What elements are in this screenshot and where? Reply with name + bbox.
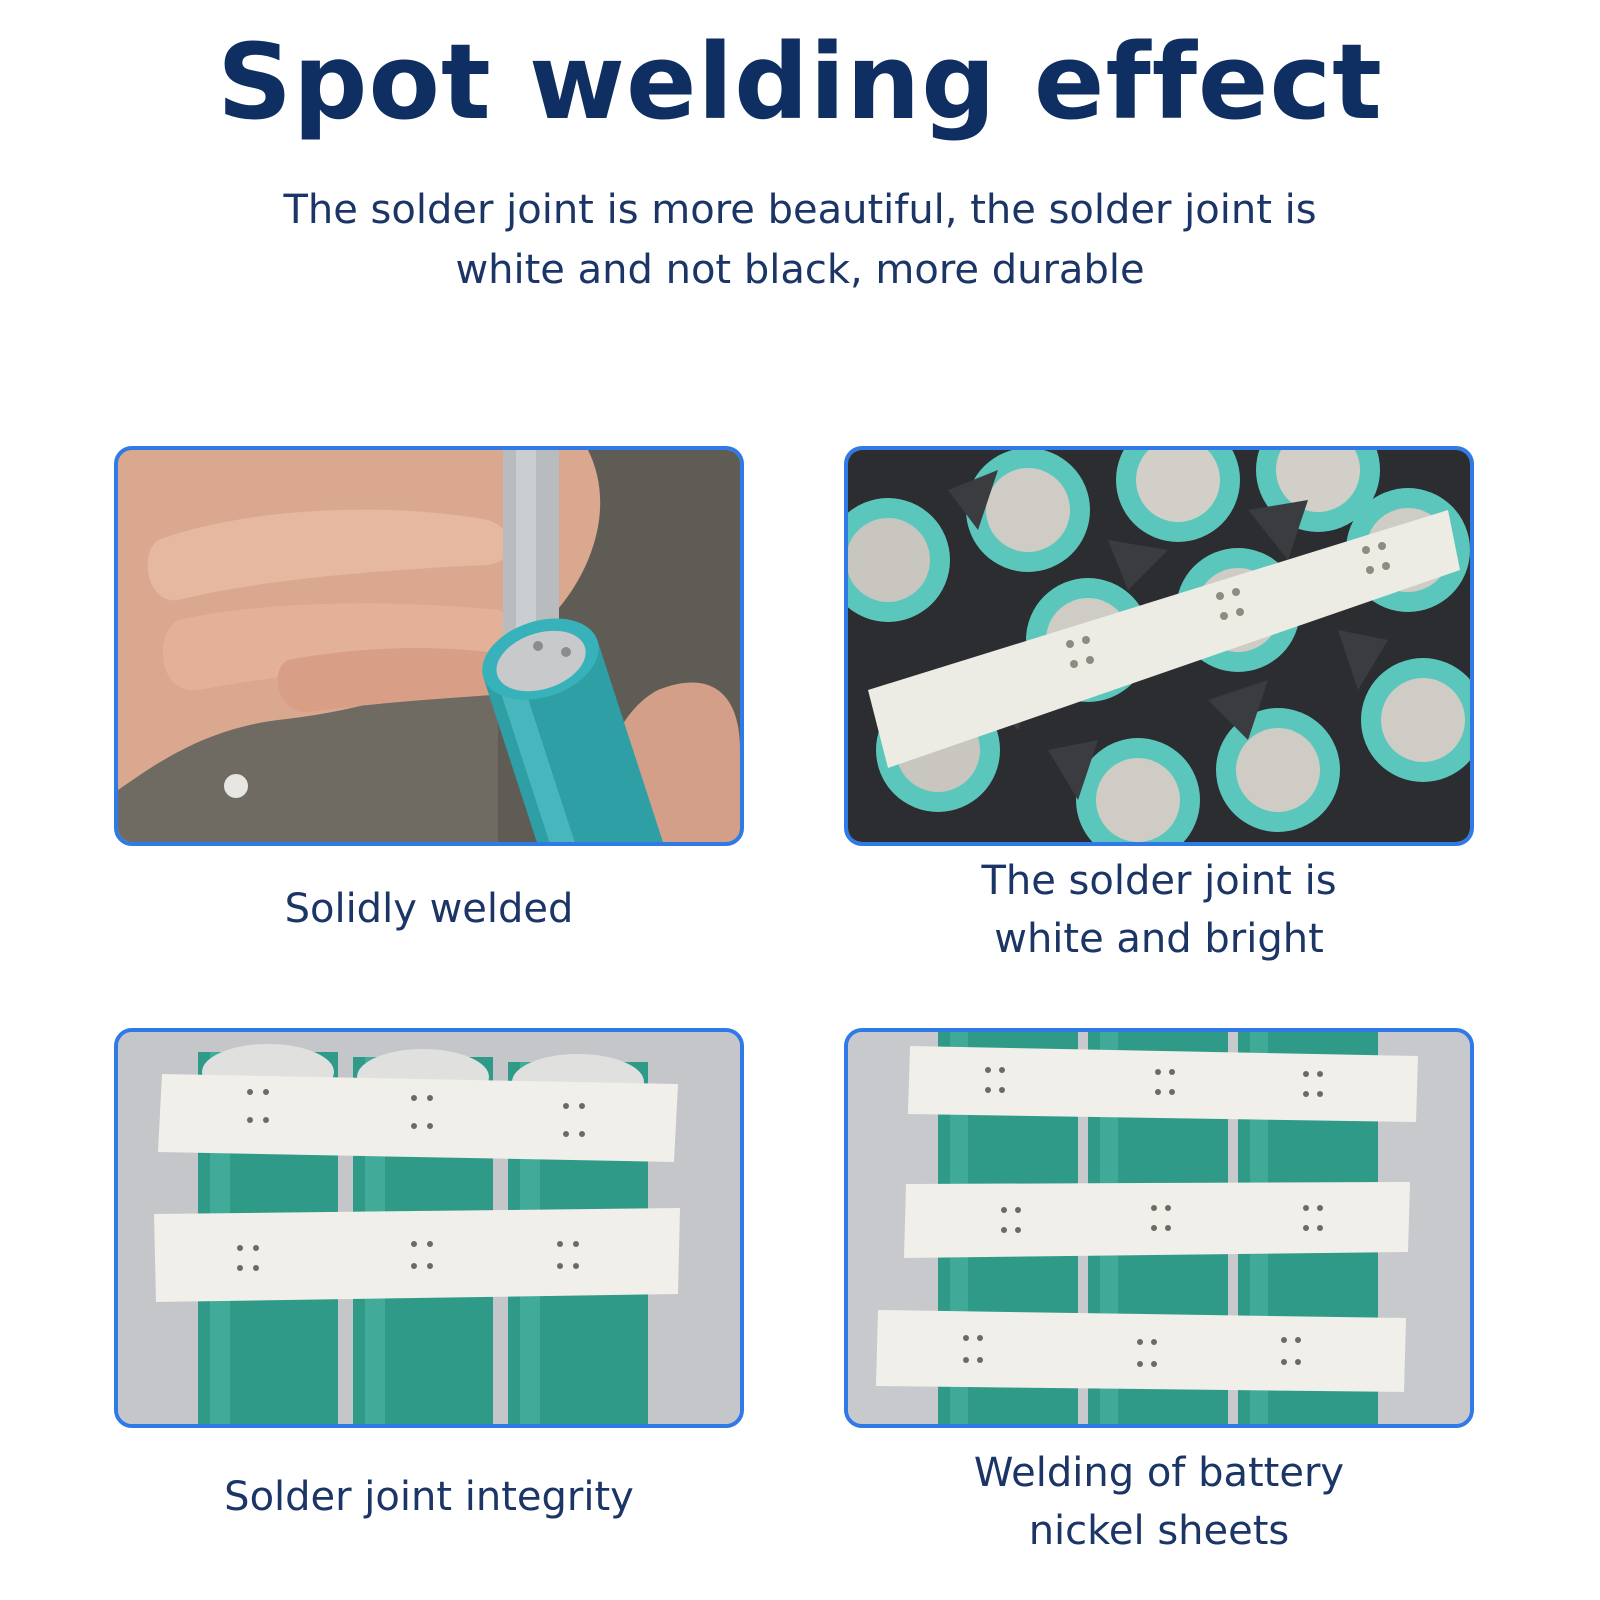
caption-4-line-2: nickel sheets <box>1028 1508 1290 1554</box>
page-title: Spot welding effect <box>217 21 1383 143</box>
photo-white-bright-joint <box>844 446 1474 846</box>
caption-2-line-1: The solder joint is <box>981 858 1337 904</box>
photo-joint-integrity <box>114 1028 744 1428</box>
photo-hand-battery <box>118 450 740 842</box>
photo-nickel-sheets <box>844 1028 1474 1428</box>
subtitle-line-2: white and not black, more durable <box>455 247 1145 293</box>
page-subtitle: The solder joint is more beautiful, the … <box>200 180 1400 300</box>
caption-nickel-sheets: Welding of battery nickel sheets <box>844 1444 1474 1560</box>
caption-solidly-welded: Solidly welded <box>114 880 744 938</box>
caption-white-bright: The solder joint is white and bright <box>844 852 1474 968</box>
caption-4-line-1: Welding of battery <box>973 1450 1345 1496</box>
photo-battery-rows-two-strips <box>118 1032 740 1424</box>
photo-solidly-welded <box>114 446 744 846</box>
caption-3-line-1: Solder joint integrity <box>224 1474 634 1520</box>
caption-joint-integrity: Solder joint integrity <box>114 1468 744 1526</box>
photo-battery-holder-grid <box>848 450 1470 842</box>
caption-1-line-1: Solidly welded <box>284 886 574 932</box>
photo-battery-rows-three-strips <box>848 1032 1470 1424</box>
caption-2-line-2: white and bright <box>994 916 1324 962</box>
subtitle-line-1: The solder joint is more beautiful, the … <box>283 187 1317 233</box>
